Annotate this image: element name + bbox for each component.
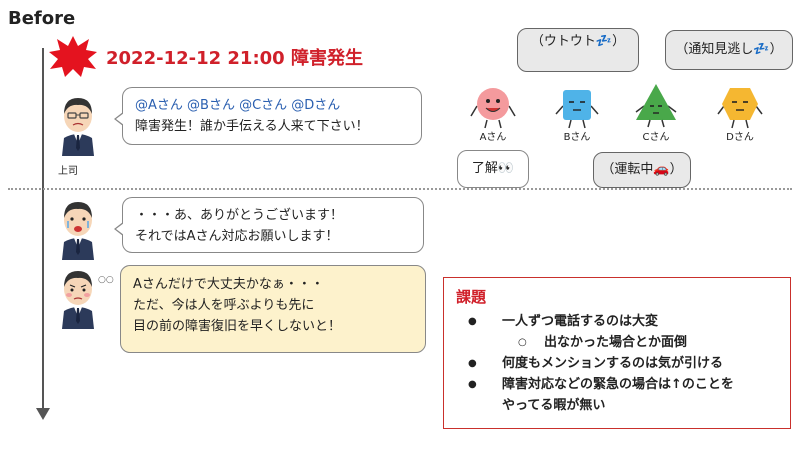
message-bubble-2: ・・・あ、ありがとうございます！ それではAさん対応お願いします！ [114,197,424,253]
challenges-title: 課題 [456,288,487,306]
member-d-icon [717,88,763,129]
thought-bubble: Aさんだけで大丈夫かなぁ・・・ ただ、今は人を呼ぶよりも先に 目の前の障害復旧を… [120,265,426,353]
challenge-item: 何度もメンションするのは気が引ける [456,353,778,374]
reply-bubble-b: （ウトウト💤） [517,28,639,72]
message-text: ・・・あ、ありがとうございます！ [135,208,344,223]
challenge-item-continuation: やってる暇が無い [502,398,606,413]
member-c-icon [635,84,677,128]
incident-title: 2022-12-12 21:00 障害発生 [106,48,363,69]
challenge-item: 障害対応などの緊急の場合は↑のことを [456,374,778,395]
thought-text: 目の前の障害復旧を早くしないと！ [133,319,342,334]
person-worried-icon [62,271,94,329]
thought-text: Aさんだけで大丈夫かなぁ・・・ [133,277,324,292]
person-relieved-icon [62,202,94,260]
explosion-icon [49,36,97,77]
reply-text: （運転中🚗） [601,162,683,177]
member-c-label: Cさん [642,132,670,143]
reply-bubble-a: 了解👀 [457,150,529,188]
boss-icon [62,98,94,156]
reply-bubble-d: （通知見逃し💤） [665,30,793,70]
mention-line: @Aさん @Bさん @Cさん @Dさん [135,98,341,113]
member-a-icon [470,88,516,129]
reply-bubble-c: （運転中🚗） [593,152,691,188]
message-text: それではAさん対応お願いします！ [135,229,339,244]
reply-text: （ウトウト💤） [530,34,626,49]
reply-text: 了解👀 [471,161,515,176]
timeline-line [42,48,44,412]
reply-text: （通知見逃し💤） [675,42,783,57]
thought-marks: ○○ [98,275,114,285]
thought-text: ただ、今は人を呼ぶよりも先に [133,298,315,313]
challenge-subitem: 出なかった場合とか面倒 [456,332,778,353]
boss-caption: 上司 [58,166,78,177]
message-bubble-1: @Aさん @Bさん @Cさん @Dさん 障害発生！誰か手伝える人来て下さい！ [114,87,422,145]
member-a-label: Aさん [479,132,507,143]
before-label: Before [8,8,76,29]
challenges-box: 課題 一人ずつ電話するのは大変 出なかった場合とか面倒 何度もメンションするのは… [443,277,791,429]
member-b-label: Bさん [563,132,591,143]
timeline-arrow-icon [36,408,50,420]
section-divider [8,188,792,190]
member-b-icon [555,90,599,129]
member-d-label: Dさん [726,132,754,143]
challenge-item: 一人ずつ電話するのは大変 [456,311,778,332]
message-text: 障害発生！誰か手伝える人来て下さい！ [135,119,369,134]
